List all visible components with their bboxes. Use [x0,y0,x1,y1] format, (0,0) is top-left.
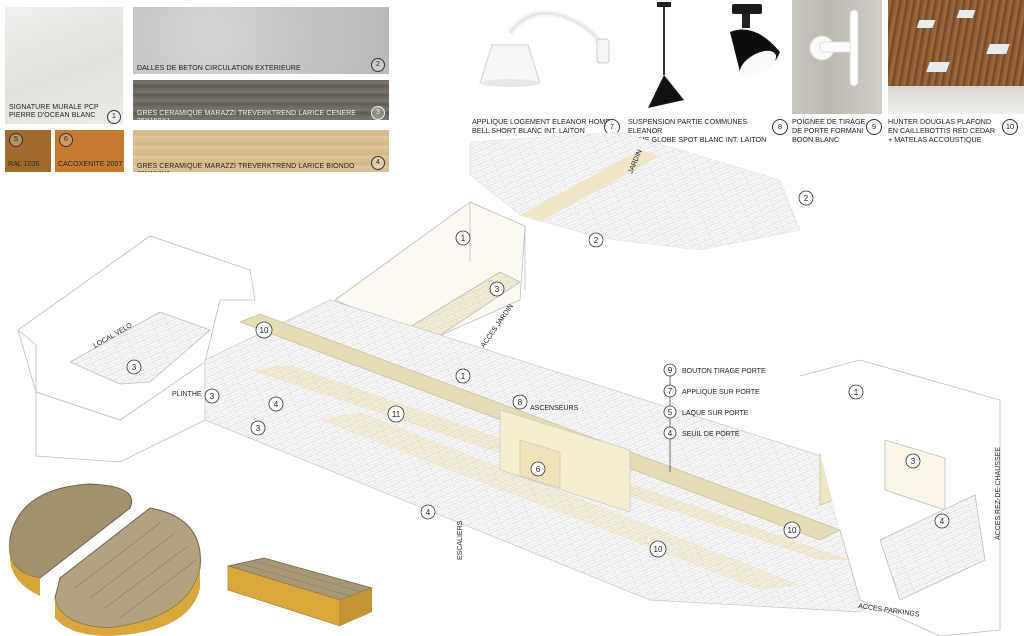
door-legend: 9 BOUTON TIRAGE PORTE 7 APPLIQUE SUR POR… [663,363,766,472]
product-9-number: 9 [866,119,882,135]
swatch-ral1036-label: RAL 1036 [8,161,40,168]
callout-8: 8 [512,394,528,410]
swatch-wood-grey-number: 3 [371,106,385,120]
swatch-cacoxenite-label: CACOXENITE 2007 [58,161,123,168]
swatch-wood-light: GRES CERAMIQUE MARAZZI TREVERKTREND LARI… [133,130,389,172]
label-plinthe: PLINTHE [172,391,202,398]
linear-bench-image [226,557,374,627]
legend-label-3: LAQUE SUR PORTE [682,410,749,417]
callout-3: 3 [126,359,142,375]
callout-number: 8 [518,398,523,407]
label-escaliers: ESCALIERS [457,520,464,560]
callout-number: 4 [940,517,945,526]
swatch-wood-grey: GRES CERAMIQUE MARAZZI TREVERKTREND LARI… [133,80,389,120]
legend-label-2: APPLIQUE SUR PORTE [682,389,760,396]
product-8-number: 8 [772,119,788,135]
swatch-stone-label: SIGNATURE MURALE PCP PIERRE D'OCEAN BLAN… [9,104,99,119]
callout-number: 4 [274,400,279,409]
garden-paving [469,131,801,251]
callout-4: 4 [268,396,284,412]
callout-number: 4 [426,508,431,517]
swatch-cacoxenite-number: 6 [59,133,73,147]
local-velo-block [17,235,256,463]
callout-1: 1 [455,230,471,246]
product-7-label: APPLIQUE LOGEMENT ELEANOR HOME BELL SHOR… [472,117,611,135]
label-ascenseurs: ASCENSEURS [530,405,579,412]
swatch-cacoxenite: 6 CACOXENITE 2007 [55,130,124,172]
callout-2: 2 [588,232,604,248]
callout-11: 11 [387,405,405,423]
callout-number: 3 [132,363,137,372]
pendant-light-image [648,2,684,108]
ceiling-spot-image [730,4,780,78]
callout-number: 1 [461,372,466,381]
callout-number: 1 [461,234,466,243]
swatch-ral1036: 5 RAL 1036 [5,130,51,172]
right-wing [799,359,1001,636]
round-bench-image [8,483,201,636]
callout-number: 6 [536,465,541,474]
callout-4: 4 [934,513,950,529]
swatch-wood-grey-label: GRES CERAMIQUE MARAZZI TREVERKTREND LARI… [137,110,357,120]
product-10-label: HUNTER DOUGLAS PLAFOND EN CAILLEBOTTIS R… [888,117,996,144]
elevator-wall [499,409,631,513]
callout-number: 11 [392,410,401,419]
callout-10: 10 [649,540,667,558]
callout-number: 3 [256,424,261,433]
legend-num-1: 9 [668,366,673,375]
callout-number: 2 [804,194,809,203]
callout-number: 1 [854,388,859,397]
legend-num-2: 7 [668,387,673,396]
wall-light-image [479,10,610,87]
callout-1: 1 [455,368,471,384]
callout-3: 3 [489,281,505,297]
product-9-label: POIGNEE DE TIRAGE DE PORTE FORMANI BOON … [792,117,866,144]
callout-number: 3 [911,457,916,466]
callout-number: 3 [495,285,500,294]
callout-1: 1 [848,384,864,400]
legend-num-3: 5 [668,408,673,417]
swatch-concrete: DALLES DE BETON CIRCULATION EXTERIEURE 2 [133,7,389,74]
swatch-stone-number: 1 [107,110,121,124]
callout-10: 10 [783,521,801,539]
callout-3: 3 [905,453,921,469]
swatch-wood-light-label: GRES CERAMIQUE MARAZZI TREVERKTREND LARI… [137,163,355,172]
swatch-stone: SIGNATURE MURALE PCP PIERRE D'OCEAN BLAN… [5,7,123,124]
callout-number: 10 [788,526,797,535]
callout-2: 2 [798,190,814,206]
swatch-concrete-label: DALLES DE BETON CIRCULATION EXTERIEURE [137,65,301,72]
callout-number: 2 [594,236,599,245]
label-acces-rdc: ACCES REZ-DE-CHAUSSEE [995,447,1002,540]
swatch-wood-light-number: 4 [371,156,385,170]
product-10-number: 10 [1002,119,1018,135]
legend-label-4: SEUIL DE PORTE [682,431,740,438]
legend-label-1: BOUTON TIRAGE PORTE [682,368,766,375]
plan-callouts: 2 2 1 3 10 3 1 3 4 3 8 11 6 4 10 10 1 3 4 [126,190,950,558]
callout-4: 4 [420,504,436,520]
callout-number: 3 [210,392,215,401]
product-7-number: 7 [604,119,620,135]
swatch-concrete-number: 2 [371,58,385,72]
callout-number: 10 [654,545,663,554]
callout-3: 3 [204,388,220,404]
callout-3: 3 [250,420,266,436]
ceiling-slats-image [888,0,1024,114]
swatch-ral1036-number: 5 [9,133,23,147]
legend-num-4: 4 [668,429,673,438]
door-handle-image [792,0,882,114]
callout-6: 6 [530,461,546,477]
callout-10: 10 [255,321,273,339]
callout-number: 10 [260,326,269,335]
